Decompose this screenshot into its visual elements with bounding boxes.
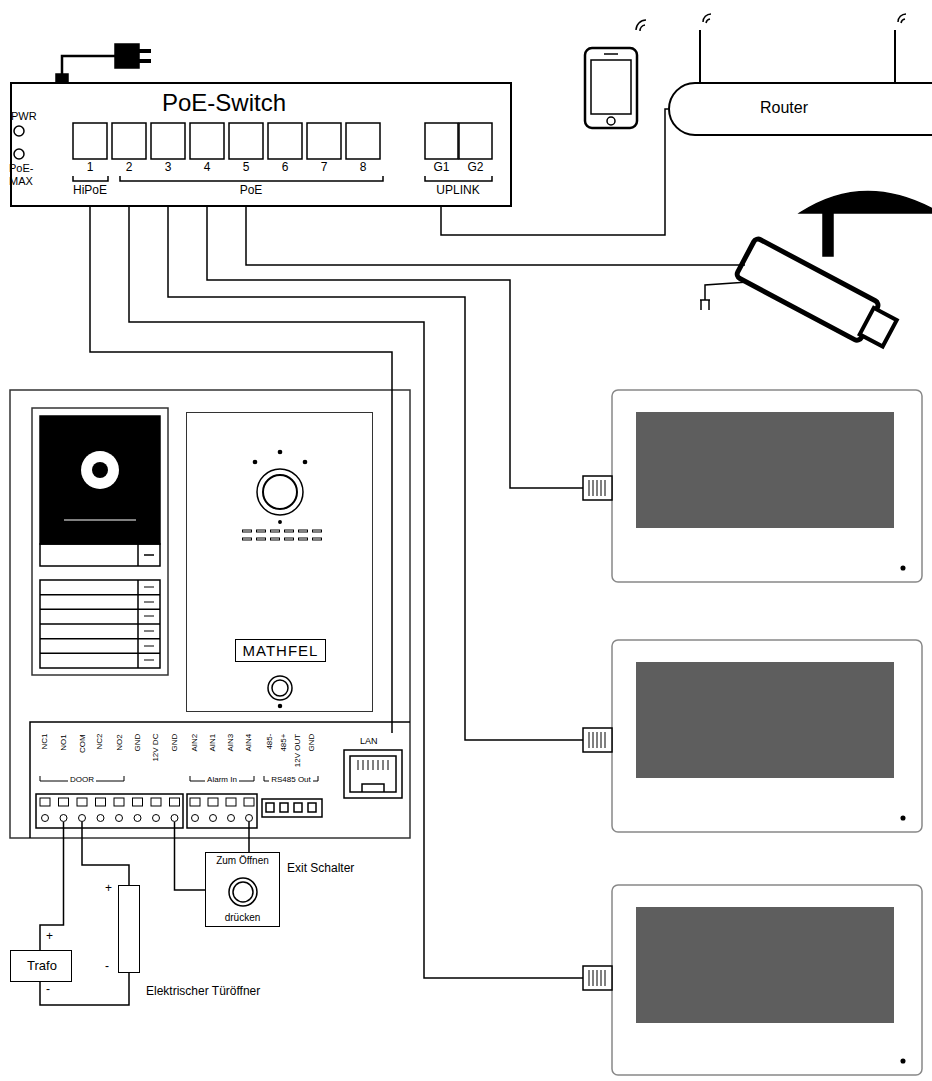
- cable: [90, 207, 392, 733]
- switch-text: drücken: [225, 912, 261, 924]
- switch-text: Zum Öffnen: [216, 855, 269, 867]
- led-label: PoE-MAX: [9, 162, 45, 187]
- port-number: 5: [243, 161, 250, 175]
- polarity-mark: +: [105, 882, 112, 896]
- pin-label: AIN2: [190, 734, 199, 752]
- led-label: PWR: [11, 110, 37, 123]
- pin-label: NO1: [59, 734, 68, 750]
- pin-label: NC1: [40, 734, 49, 750]
- pin-label: NO2: [114, 734, 123, 750]
- pin-label: GND: [307, 734, 316, 752]
- transformer-label: Trafo: [27, 959, 57, 974]
- port-number: G1: [433, 161, 449, 175]
- brand-plate: MATHFEL: [235, 639, 327, 662]
- terminal-group-label: RS485 Out: [269, 775, 313, 784]
- terminal-group-label: Alarm In: [205, 775, 239, 784]
- pin-label: COM: [77, 734, 86, 753]
- pin-label: 485+: [279, 734, 288, 752]
- port-number: 8: [360, 161, 367, 175]
- port-number: 7: [321, 161, 328, 175]
- part-label: Exit Schalter: [287, 862, 354, 876]
- polarity-mark: +: [46, 930, 53, 944]
- port-group-label: PoE: [240, 184, 263, 198]
- door-opener-body: [118, 885, 140, 973]
- polarity-mark: -: [105, 960, 109, 974]
- lan-port: LAN: [338, 733, 408, 801]
- exit-switch: Zum Öffnen drücken Exit Schalter: [205, 852, 365, 930]
- pin-label: 12V OUT: [293, 734, 302, 767]
- port-group-label: HiPoE: [73, 184, 107, 198]
- switch-title: PoE-Switch: [162, 89, 286, 117]
- port-number: 3: [165, 161, 172, 175]
- router-label: Router: [760, 99, 808, 117]
- pin-label: AIN4: [244, 734, 253, 752]
- door-opener: Elektrischer Türöffner: [118, 885, 308, 1005]
- pin-label: AIN3: [226, 734, 235, 752]
- pin-label: NC2: [96, 734, 105, 750]
- pin-label: AIN1: [208, 734, 217, 752]
- port-number: 6: [282, 161, 289, 175]
- port-number: 4: [204, 161, 211, 175]
- pin-label: GND: [170, 734, 179, 752]
- port-number: 2: [126, 161, 133, 175]
- port-number: G2: [467, 161, 483, 175]
- cable: [441, 109, 668, 235]
- pin-label: GND: [133, 734, 142, 752]
- transformer: Trafo: [10, 950, 72, 982]
- pin-label: 12V DC: [151, 734, 160, 762]
- router: Router: [668, 82, 932, 136]
- port-label: LAN: [360, 736, 378, 746]
- port-group-label: UPLINK: [436, 184, 479, 198]
- pin-label: 485-: [265, 734, 274, 750]
- part-label: Elektrischer Türöffner: [146, 985, 260, 999]
- polarity-mark: -: [46, 983, 50, 997]
- port-number: 1: [87, 161, 94, 175]
- door-station-plate: MATHFEL: [186, 412, 373, 712]
- terminal-group-label: DOOR: [68, 775, 96, 784]
